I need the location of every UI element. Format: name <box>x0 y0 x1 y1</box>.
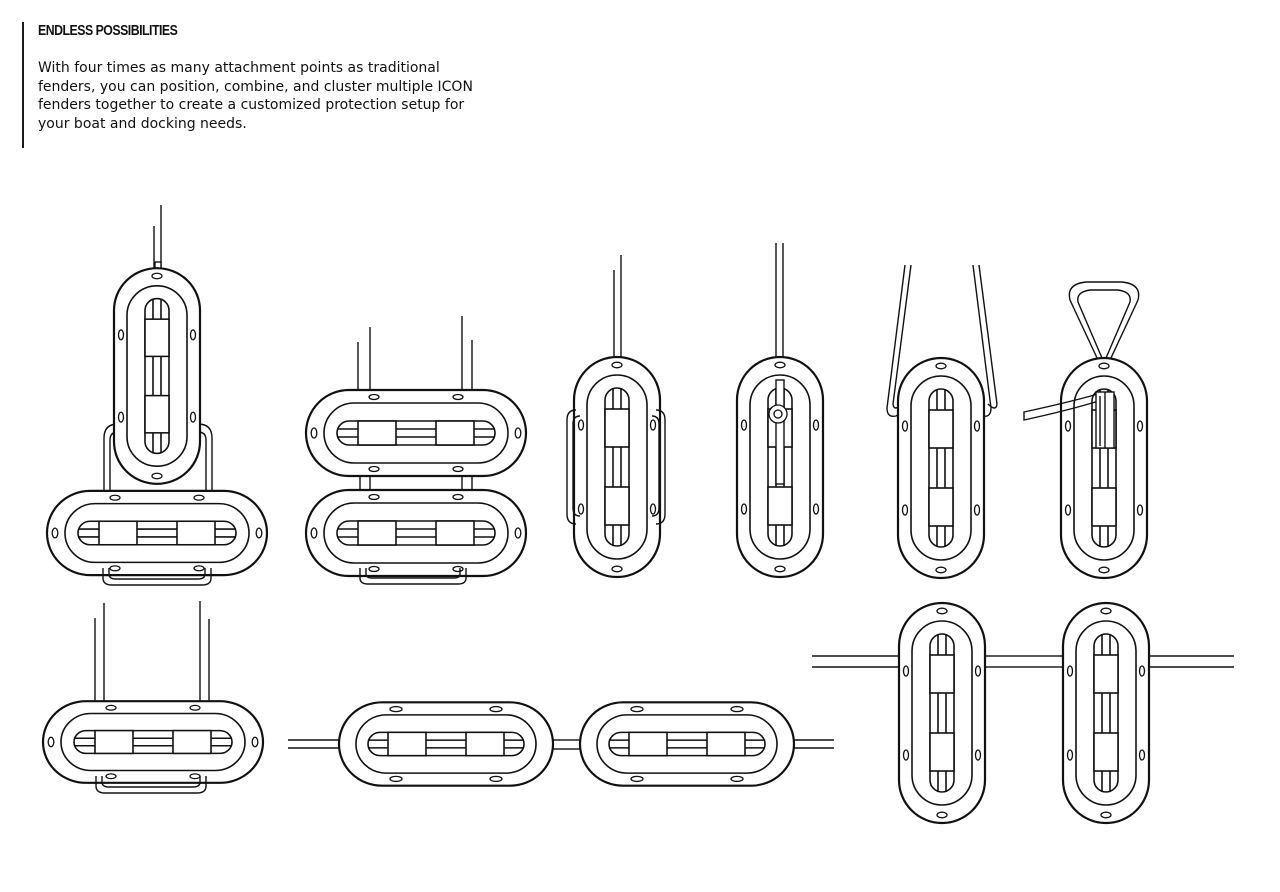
vertical-handle-loop-configuration <box>1023 281 1149 580</box>
accent-rule <box>22 22 24 148</box>
vertical-two-line-configuration <box>886 264 998 580</box>
section-title: ENDLESS POSSIBILITIES <box>38 22 178 39</box>
vertical-center-rope-configuration <box>735 243 825 579</box>
vertical-chain-configuration <box>812 601 1234 825</box>
stacked-horizontal-pair-configuration <box>306 316 526 585</box>
horizontal-chain-configuration <box>288 701 834 787</box>
section-description: With four times as many attachment point… <box>38 60 473 132</box>
vertical-over-horizontal-configuration <box>47 205 267 586</box>
vertical-side-handles-configuration <box>566 255 666 579</box>
horizontal-two-line-configuration <box>43 601 263 794</box>
